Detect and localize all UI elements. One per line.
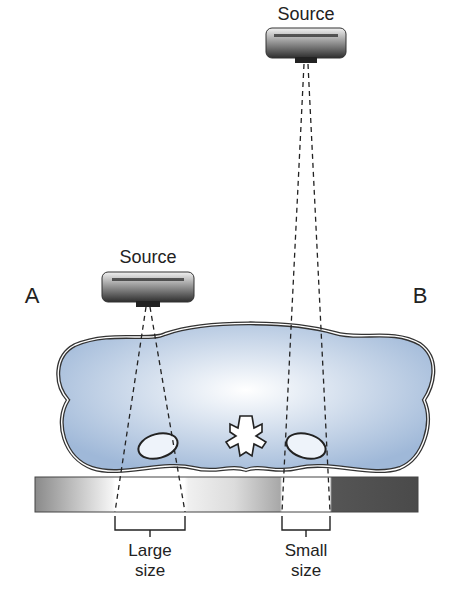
source-device — [102, 272, 194, 307]
body-section — [58, 323, 433, 471]
size-label: Large size — [120, 541, 180, 580]
source-device — [266, 28, 346, 63]
size-bracket — [282, 516, 330, 537]
panel-letter: A — [17, 283, 47, 308]
source-label: Source — [103, 247, 193, 268]
source-label: Source — [261, 4, 351, 25]
size-bracket — [115, 516, 185, 537]
detector-bar — [35, 477, 418, 512]
left-organ — [136, 429, 181, 463]
panel-letter: B — [405, 283, 435, 308]
right-organ — [284, 429, 329, 463]
vertebra — [226, 416, 266, 456]
size-label: Small size — [276, 541, 336, 580]
